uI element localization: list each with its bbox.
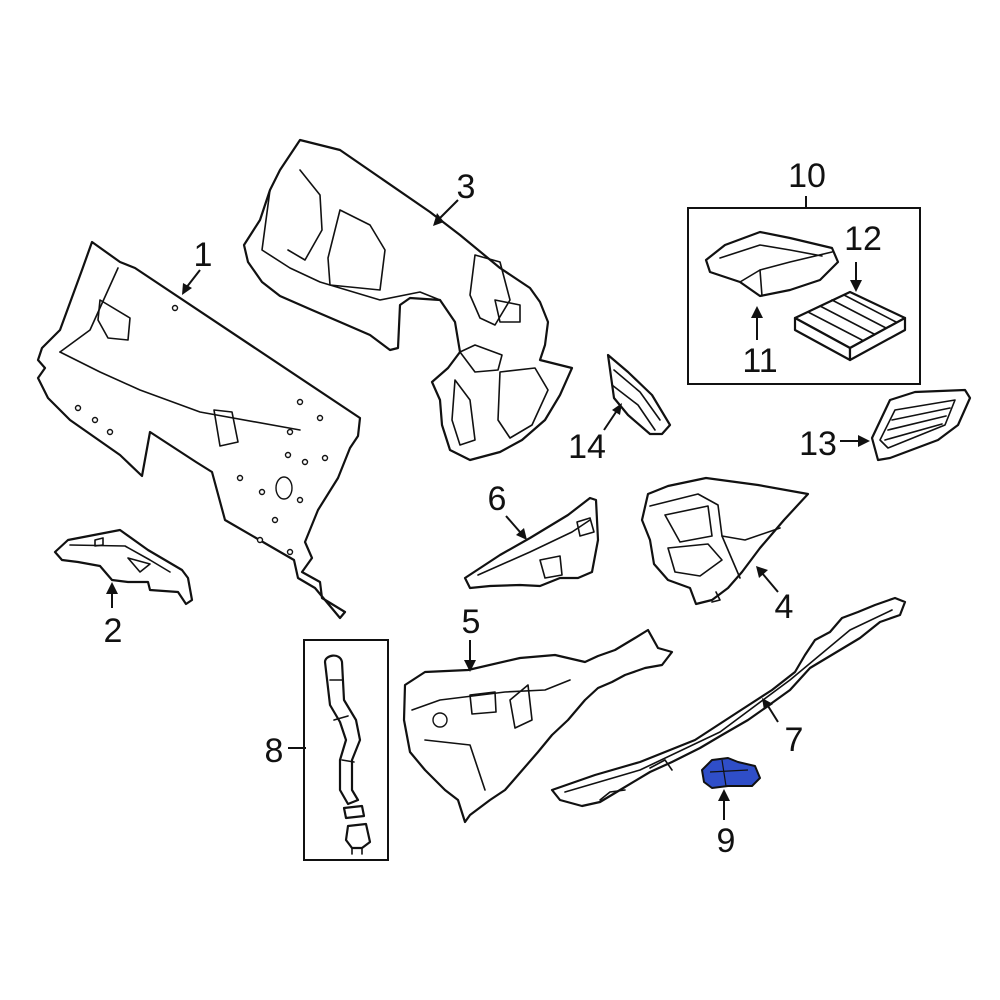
callout-4[interactable]: 4 xyxy=(775,588,794,626)
callout-9[interactable]: 9 xyxy=(717,822,736,860)
callout-5[interactable]: 5 xyxy=(462,603,481,641)
callout-12[interactable]: 12 xyxy=(844,220,882,258)
callout-14[interactable]: 14 xyxy=(568,428,606,466)
part-8-frame xyxy=(303,639,389,861)
callout-13[interactable]: 13 xyxy=(799,425,837,463)
part-9-module[interactable] xyxy=(701,757,761,789)
part-2-bracket[interactable] xyxy=(53,528,194,606)
callout-2[interactable]: 2 xyxy=(104,612,123,650)
part-1-dash-panel[interactable] xyxy=(36,240,362,620)
callout-10[interactable]: 10 xyxy=(788,157,826,195)
part-13-vent[interactable] xyxy=(870,388,972,462)
callout-3[interactable]: 3 xyxy=(457,168,476,206)
leaders xyxy=(106,196,870,820)
part-5-side-panel[interactable] xyxy=(402,628,674,824)
part-12-filter[interactable] xyxy=(793,290,907,362)
callout-8[interactable]: 8 xyxy=(265,732,284,770)
callout-1[interactable]: 1 xyxy=(194,236,213,274)
callout-7[interactable]: 7 xyxy=(785,721,804,759)
part-7-long-rail[interactable] xyxy=(550,596,907,808)
callout-6[interactable]: 6 xyxy=(488,480,507,518)
part-14-duct[interactable] xyxy=(606,353,672,436)
callout-labels: 1 2 3 4 5 6 7 8 9 10 11 12 13 14 xyxy=(104,157,882,860)
part-3-insulator[interactable] xyxy=(242,138,574,462)
callout-11[interactable]: 11 xyxy=(742,342,777,380)
part-10-frame xyxy=(687,207,921,385)
part-11-case[interactable] xyxy=(704,230,840,298)
part-8-hose[interactable] xyxy=(323,654,372,855)
part-6-brace[interactable] xyxy=(463,496,600,590)
part-4-housing[interactable] xyxy=(640,476,810,606)
